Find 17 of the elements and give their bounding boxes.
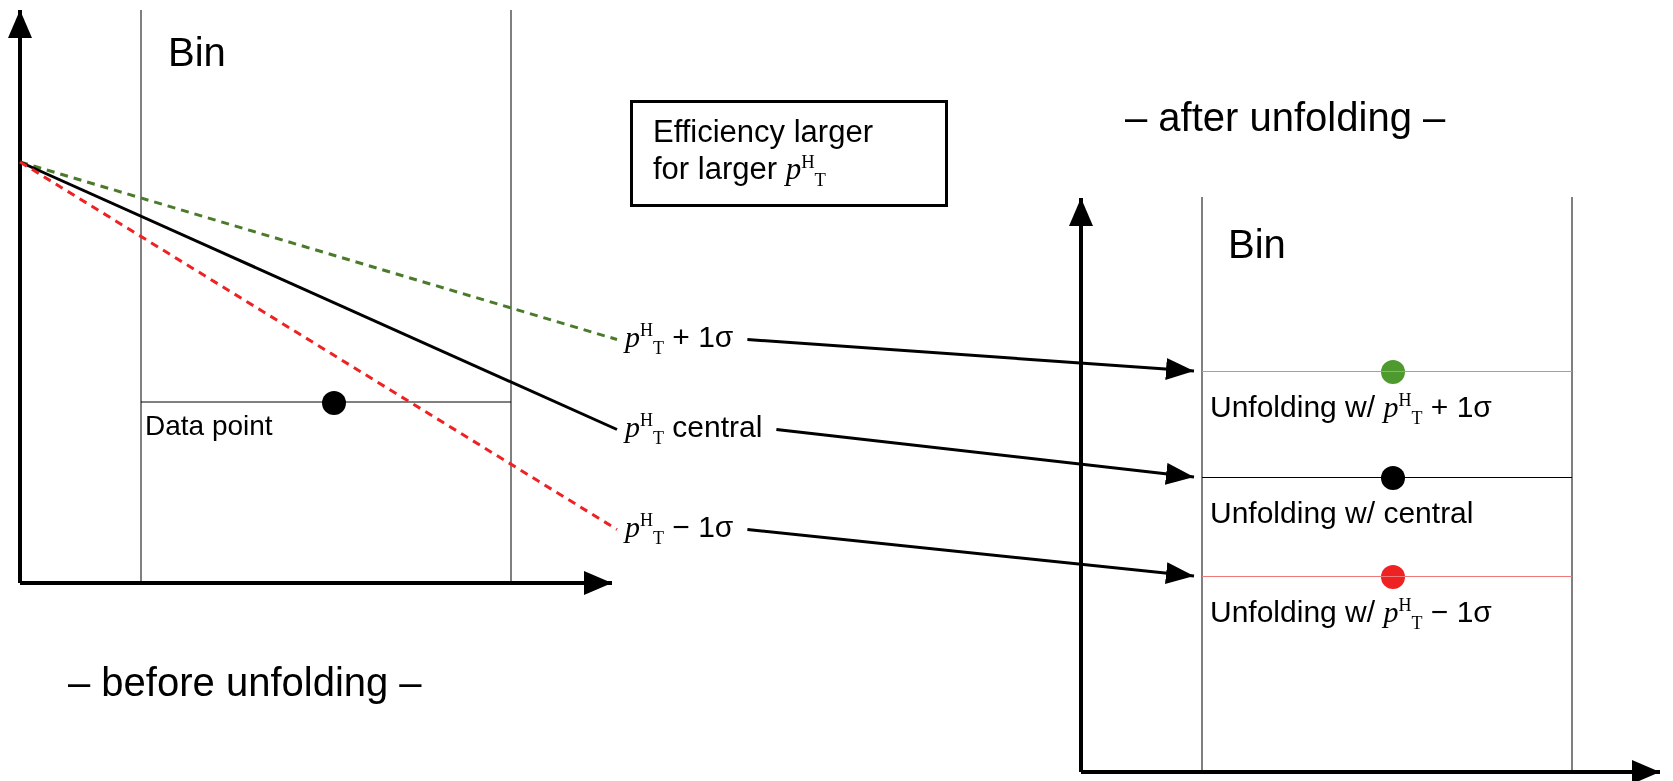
arrow: [776, 428, 1195, 485]
point-label: Data point: [145, 410, 273, 442]
arrow: [747, 338, 1195, 380]
math-label: p$^{H}$$_{T}$ + 1σ: [625, 320, 734, 353]
band-text: Unfolding w/ central: [1210, 496, 1474, 529]
band-text: Unfolding w/ p$^{H}$$_{T}$ − 1σ: [1210, 595, 1492, 628]
panel-caption: – before unfolding –: [68, 660, 422, 705]
bin-label: Bin: [168, 30, 226, 75]
efficiency-curve: [19, 160, 618, 531]
panel-caption: – after unfolding –: [1125, 95, 1446, 140]
efficiency-curve: [19, 160, 618, 431]
arrow: [747, 528, 1195, 585]
math-label: p$^{H}$$_{T}$ − 1σ: [625, 510, 734, 543]
note-box: [630, 100, 948, 207]
band-text: Unfolding w/ p$^{H}$$_{T}$ + 1σ: [1210, 390, 1492, 423]
bin-label: Bin: [1228, 222, 1286, 267]
math-label: p$^{H}$$_{T}$ central: [625, 410, 763, 443]
